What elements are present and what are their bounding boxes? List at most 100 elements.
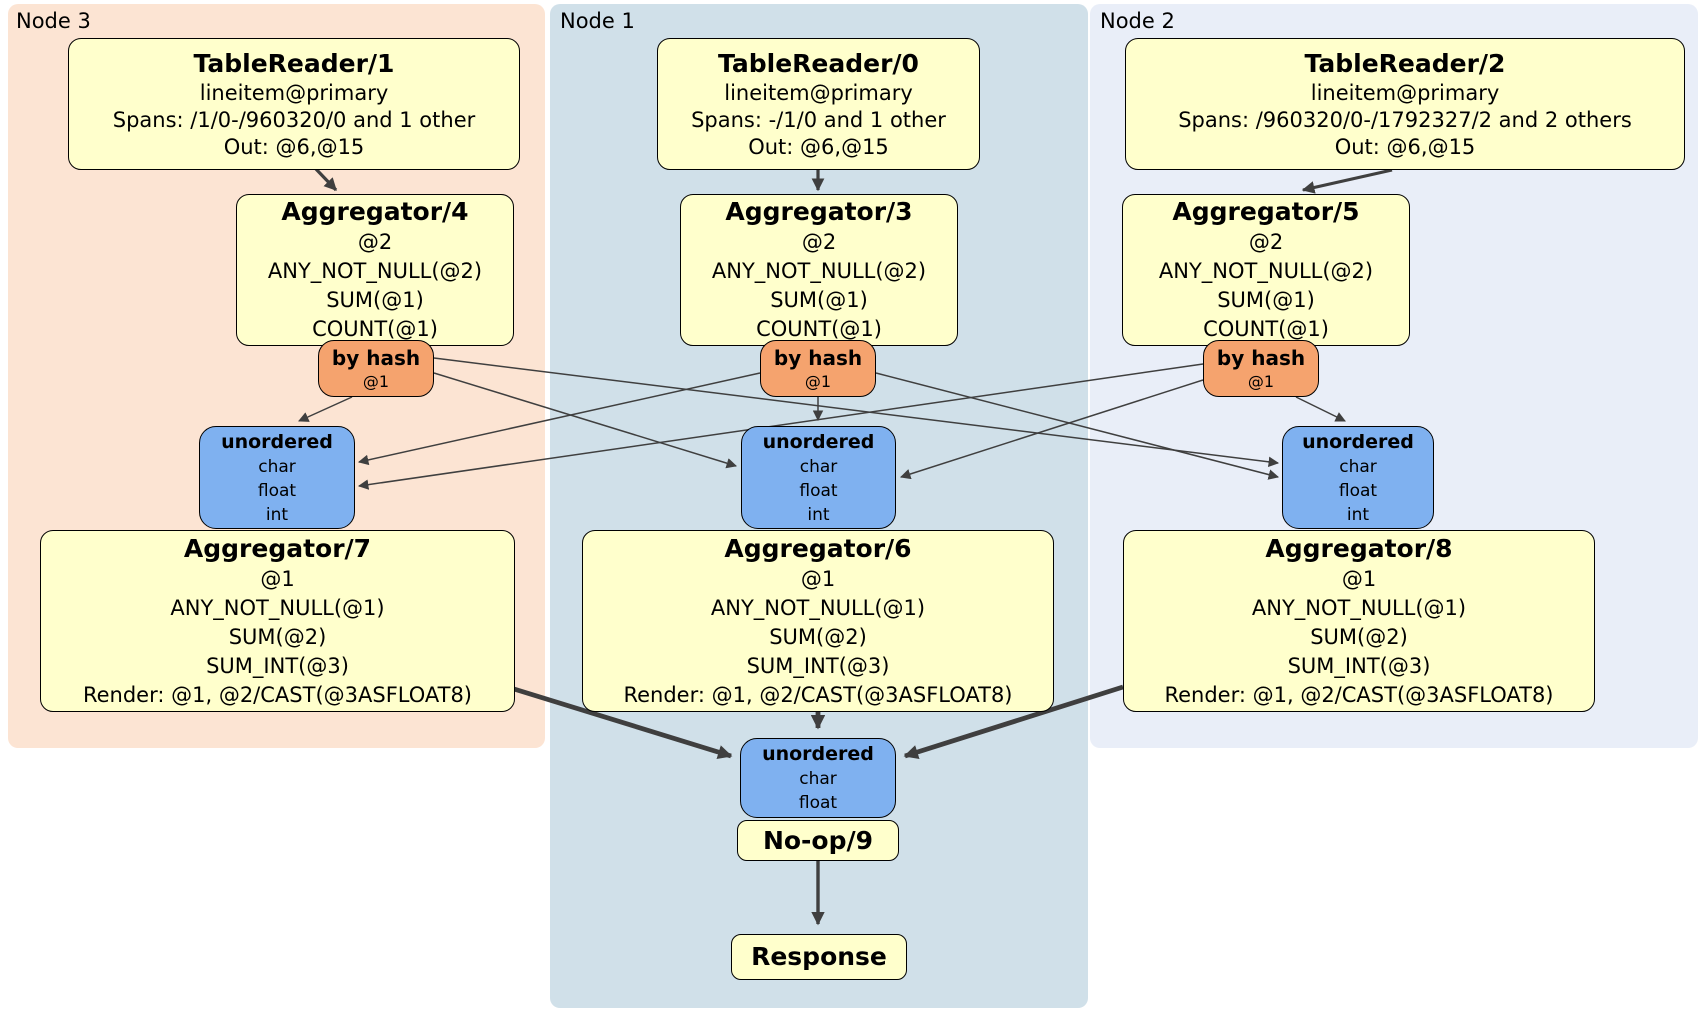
stream-unordered-node1-title: unordered (762, 430, 875, 453)
aggregator-7-fn3: SUM_INT(@3) (206, 653, 349, 678)
aggregator-5-fn1: ANY_NOT_NULL(@2) (1158, 259, 1374, 283)
aggregator-4-box: Aggregator/4 @2 ANY_NOT_NULL(@2) SUM(@1)… (236, 194, 514, 346)
tablereader-2-spans: Spans: /960320/0-/1792327/2 and 2 others (1178, 107, 1632, 132)
hash-router-node3-title: by hash (331, 346, 421, 370)
hash-router-node3-cols: @1 (362, 372, 390, 391)
tablereader-0-out: Out: @6,@15 (748, 134, 889, 159)
stream-final-type-float: float (798, 793, 838, 813)
stream-unordered-node2-title: unordered (1302, 430, 1414, 453)
aggregator-4-title: Aggregator/4 (281, 197, 469, 226)
hash-router-node3: by hash @1 (318, 340, 434, 397)
panel-label-node2: Node 2 (1100, 9, 1175, 33)
aggregator-5-title: Aggregator/5 (1172, 197, 1360, 226)
stream-unordered-node3: unordered char float int (199, 426, 355, 529)
aggregator-4-fn3: COUNT(@1) (312, 317, 438, 341)
aggregator-6-fn1: ANY_NOT_NULL(@1) (710, 595, 926, 620)
aggregator-7-groupcol: @1 (260, 566, 295, 591)
tablereader-1-out: Out: @6,@15 (223, 134, 365, 159)
edge-router1-stream2 (875, 372, 1280, 480)
stream-node1-type-float: float (799, 480, 838, 501)
tablereader-1-spans: Spans: /1/0-/960320/0 and 1 other (112, 107, 476, 132)
edge-router1-stream3 (357, 372, 761, 466)
stream-unordered-final-title: unordered (762, 743, 874, 765)
aggregator-8-box: Aggregator/8 @1 ANY_NOT_NULL(@1) SUM(@2)… (1123, 530, 1595, 712)
edge-router3-stream2 (433, 357, 1280, 468)
hash-router-node2-title: by hash (1216, 346, 1306, 370)
stream-node1-type-int: int (807, 504, 830, 525)
stream-unordered-node2: unordered char float int (1282, 426, 1434, 529)
noop-9-box: No-op/9 (737, 820, 899, 861)
aggregator-5-box: Aggregator/5 @2 ANY_NOT_NULL(@2) SUM(@1)… (1122, 194, 1410, 346)
aggregator-5-groupcol: @2 (1248, 230, 1284, 254)
tablereader-0-index: lineitem@primary (724, 80, 913, 105)
aggregator-7-render: Render: @1, @2/CAST(@3ASFLOAT8) (82, 682, 473, 707)
tablereader-0-box: TableReader/0 lineitem@primary Spans: -/… (657, 38, 980, 170)
edge-router3-stream3 (298, 396, 353, 422)
panel-label-node1: Node 1 (560, 9, 635, 33)
aggregator-3-fn3: COUNT(@1) (756, 317, 882, 341)
response-box: Response (731, 934, 907, 980)
aggregator-8-fn1: ANY_NOT_NULL(@1) (1251, 595, 1467, 620)
tablereader-2-index: lineitem@primary (1310, 80, 1500, 105)
aggregator-6-title: Aggregator/6 (724, 533, 912, 563)
stream-unordered-node3-title: unordered (221, 430, 333, 453)
aggregator-7-fn2: SUM(@2) (228, 624, 327, 649)
aggregator-6-groupcol: @1 (800, 566, 836, 591)
aggregator-3-box: Aggregator/3 @2 ANY_NOT_NULL(@2) SUM(@1)… (680, 194, 958, 346)
aggregator-8-groupcol: @1 (1341, 566, 1377, 591)
stream-unordered-node1: unordered char float int (741, 426, 896, 529)
aggregator-8-title: Aggregator/8 (1265, 533, 1453, 563)
stream-final-type-char: char (799, 769, 837, 789)
aggregator-3-groupcol: @2 (801, 230, 837, 254)
stream-unordered-final: unordered char float (740, 738, 896, 818)
aggregator-5-fn3: COUNT(@1) (1203, 317, 1329, 341)
aggregator-8-fn3: SUM_INT(@3) (1287, 653, 1431, 678)
aggregator-3-title: Aggregator/3 (725, 197, 913, 226)
aggregator-6-render: Render: @1, @2/CAST(@3ASFLOAT8) (623, 682, 1013, 707)
aggregator-3-fn2: SUM(@1) (770, 288, 868, 312)
hash-router-node1-title: by hash (773, 346, 863, 370)
tablereader-1-index: lineitem@primary (199, 80, 389, 105)
stream-node1-type-char: char (799, 456, 838, 477)
aggregator-6-box: Aggregator/6 @1 ANY_NOT_NULL(@1) SUM(@2)… (582, 530, 1054, 712)
tablereader-2-out: Out: @6,@15 (1334, 134, 1476, 159)
edge-router3-stream1 (433, 372, 738, 469)
hash-router-node2-cols: @1 (1247, 372, 1275, 391)
stream-node2-type-float: float (1338, 480, 1378, 501)
stream-node3-type-int: int (265, 504, 289, 525)
edge-tr2-agg5 (1301, 168, 1393, 194)
noop-9-title: No-op/9 (762, 825, 874, 855)
aggregator-8-fn2: SUM(@2) (1310, 624, 1408, 649)
aggregator-5-fn2: SUM(@1) (1217, 288, 1315, 312)
aggregator-7-fn1: ANY_NOT_NULL(@1) (170, 595, 385, 620)
aggregator-4-groupcol: @2 (357, 230, 393, 254)
aggregator-7-title: Aggregator/7 (183, 533, 372, 563)
aggregator-8-render: Render: @1, @2/CAST(@3ASFLOAT8) (1164, 682, 1554, 707)
edge-router2-stream3 (357, 363, 1204, 490)
edge-router2-stream2 (1295, 396, 1346, 422)
aggregator-4-fn2: SUM(@1) (326, 288, 424, 312)
stream-node2-type-char: char (1339, 456, 1377, 477)
aggregator-6-fn2: SUM(@2) (769, 624, 867, 649)
edge-tr1-agg4 (313, 166, 338, 192)
tablereader-1-box: TableReader/1 lineitem@primary Spans: /1… (68, 38, 520, 170)
edge-router2-stream1 (900, 379, 1204, 480)
hash-router-node1: by hash @1 (760, 340, 876, 397)
tablereader-2-title: TableReader/2 (1304, 48, 1506, 78)
tablereader-0-title: TableReader/0 (718, 48, 919, 78)
aggregator-4-fn1: ANY_NOT_NULL(@2) (267, 259, 483, 283)
tablereader-1-title: TableReader/1 (193, 48, 395, 78)
edge-agg7-streamfinal (513, 686, 733, 760)
tablereader-0-spans: Spans: -/1/0 and 1 other (691, 107, 946, 132)
aggregator-6-fn3: SUM_INT(@3) (746, 653, 890, 678)
tablereader-2-box: TableReader/2 lineitem@primary Spans: /9… (1125, 38, 1685, 170)
stream-node3-type-char: char (258, 456, 296, 477)
response-title: Response (751, 942, 887, 971)
edge-agg8-streamfinal (903, 684, 1124, 759)
panel-label-node3: Node 3 (16, 9, 91, 33)
aggregator-3-fn1: ANY_NOT_NULL(@2) (711, 259, 927, 283)
hash-router-node2: by hash @1 (1203, 340, 1319, 397)
aggregator-7-box: Aggregator/7 @1 ANY_NOT_NULL(@1) SUM(@2)… (40, 530, 515, 712)
